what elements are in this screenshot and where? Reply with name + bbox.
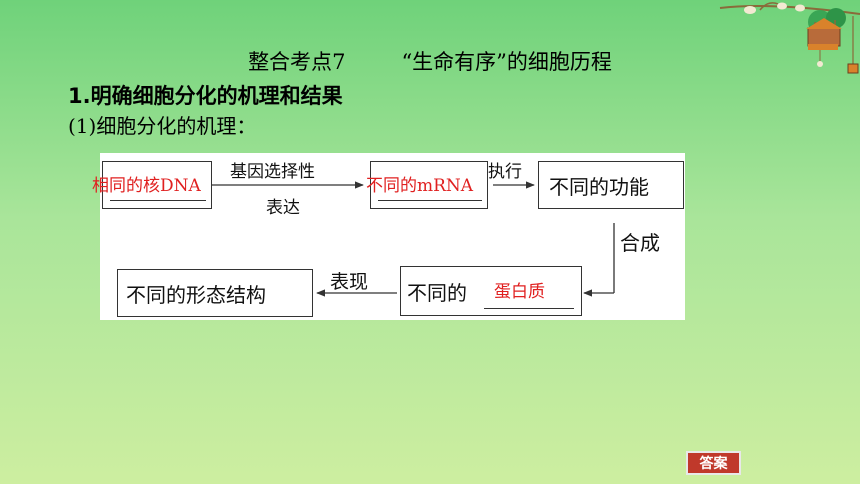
title-number: 7 xyxy=(332,50,346,74)
differentiation-diagram: 相同的核DNA 基因选择性 表达 不同的mRNA 执行 不同的功能 合成 不同的… xyxy=(92,153,685,320)
title-label: 整合考点 xyxy=(248,50,333,74)
section-heading: 1.明确细胞分化的机理和结果 xyxy=(68,84,343,108)
bird-branch-decoration xyxy=(719,2,860,74)
answer-protein: 蛋白质 xyxy=(494,282,545,302)
label-gene-selective: 基因选择性 xyxy=(230,162,315,182)
subsection-heading: (1)细胞分化的机理： xyxy=(68,114,257,138)
box-morphology: 不同的形态结构 xyxy=(117,269,313,317)
title-topic: “生命有序”的细胞历程 xyxy=(401,50,612,74)
box-mrna xyxy=(370,161,488,209)
answer-button[interactable]: 答案 xyxy=(686,451,741,475)
box-function: 不同的功能 xyxy=(538,161,684,209)
page-title: 整合考点7 “生命有序”的细胞历程 xyxy=(0,46,860,76)
label-execute: 执行 xyxy=(488,162,522,182)
label-synthesis: 合成 xyxy=(620,231,660,255)
box-protein: 不同的 xyxy=(400,266,582,316)
box-protein-prefix: 不同的 xyxy=(407,280,467,305)
diagram-arrows xyxy=(212,181,615,297)
answer-mrna: 不同的mRNA xyxy=(366,176,474,196)
label-manifest: 表现 xyxy=(330,271,369,293)
blank-protein xyxy=(484,308,574,309)
answer-nuclear-dna: 相同的核DNA xyxy=(92,176,201,196)
box-nuclear-dna xyxy=(102,161,212,209)
blank-nuclear-dna xyxy=(110,200,206,201)
blank-mrna xyxy=(378,200,482,201)
label-expression: 表达 xyxy=(266,198,300,218)
